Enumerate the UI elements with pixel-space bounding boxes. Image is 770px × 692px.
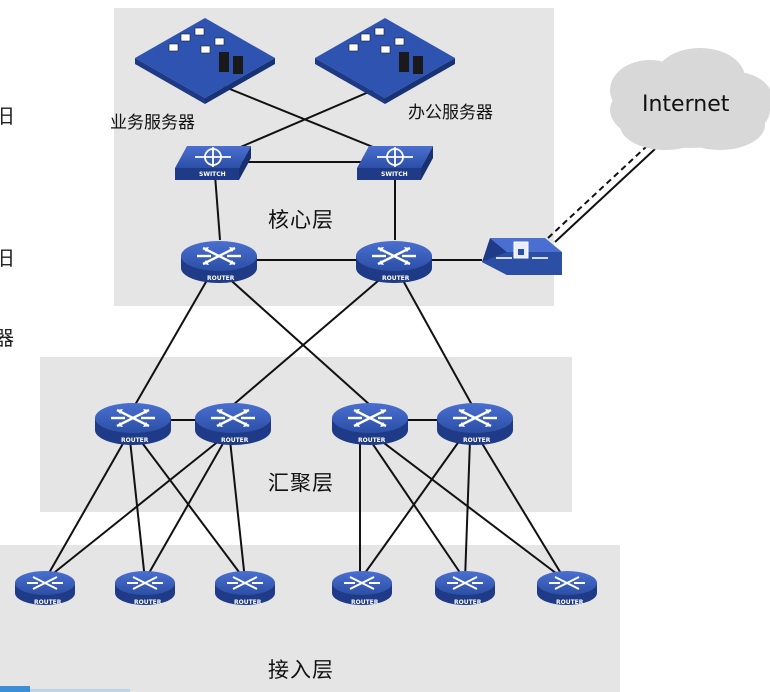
core-router-right-icon: ROUTER bbox=[354, 239, 434, 285]
access-router-1-icon: ROUTER bbox=[14, 570, 76, 606]
left-edge-char-3: 器 bbox=[0, 326, 14, 350]
access-layer-label: 接入层 bbox=[268, 658, 334, 682]
svg-text:ROUTER: ROUTER bbox=[463, 437, 491, 444]
access-router-5-icon: ROUTER bbox=[434, 570, 496, 606]
svg-text:ROUTER: ROUTER bbox=[358, 437, 386, 444]
svg-text:ROUTER: ROUTER bbox=[351, 599, 379, 606]
core-switch-right-icon: SWITCH bbox=[356, 145, 434, 181]
firewall-icon bbox=[482, 238, 562, 275]
business-server-group-icon bbox=[134, 17, 276, 105]
svg-text:ROUTER: ROUTER bbox=[34, 599, 62, 606]
svg-text:ROUTER: ROUTER bbox=[221, 437, 249, 444]
progress-bar bbox=[0, 686, 30, 692]
links bbox=[44, 84, 656, 581]
access-layer-area bbox=[0, 545, 620, 692]
left-edge-char-1: 旧 bbox=[0, 104, 14, 128]
svg-text:SWITCH: SWITCH bbox=[381, 171, 408, 178]
internet-label: Internet bbox=[642, 92, 730, 117]
svg-text:ROUTER: ROUTER bbox=[382, 275, 410, 282]
core-layer-label: 核心层 bbox=[268, 208, 334, 232]
svg-text:ROUTER: ROUTER bbox=[556, 599, 584, 606]
access-router-4-icon: ROUTER bbox=[331, 570, 393, 606]
office-server-group-icon bbox=[314, 17, 456, 105]
svg-text:ROUTER: ROUTER bbox=[134, 599, 162, 606]
agg-router-4-icon: ROUTER bbox=[435, 401, 515, 447]
access-router-6-icon: ROUTER bbox=[536, 570, 598, 606]
svg-text:ROUTER: ROUTER bbox=[234, 599, 262, 606]
access-router-2-icon: ROUTER bbox=[114, 570, 176, 606]
core-router-left-icon: ROUTER bbox=[179, 239, 259, 285]
office-server-label: 办公服务器 bbox=[408, 103, 493, 123]
access-router-3-icon: ROUTER bbox=[214, 570, 276, 606]
aggregation-layer-label: 汇聚层 bbox=[268, 471, 334, 495]
core-switch-left-icon: SWITCH bbox=[174, 145, 252, 181]
agg-router-1-icon: ROUTER bbox=[93, 401, 173, 447]
internet-cloud-icon bbox=[610, 48, 770, 150]
svg-text:SWITCH: SWITCH bbox=[199, 171, 226, 178]
svg-text:ROUTER: ROUTER bbox=[454, 599, 482, 606]
business-server-label: 业务服务器 bbox=[110, 113, 195, 133]
svg-text:ROUTER: ROUTER bbox=[207, 275, 235, 282]
progress-bar-track bbox=[30, 689, 130, 692]
agg-router-3-icon: ROUTER bbox=[330, 401, 410, 447]
svg-text:ROUTER: ROUTER bbox=[121, 437, 149, 444]
agg-router-2-icon: ROUTER bbox=[193, 401, 273, 447]
left-edge-char-2: 旧 bbox=[0, 246, 14, 270]
